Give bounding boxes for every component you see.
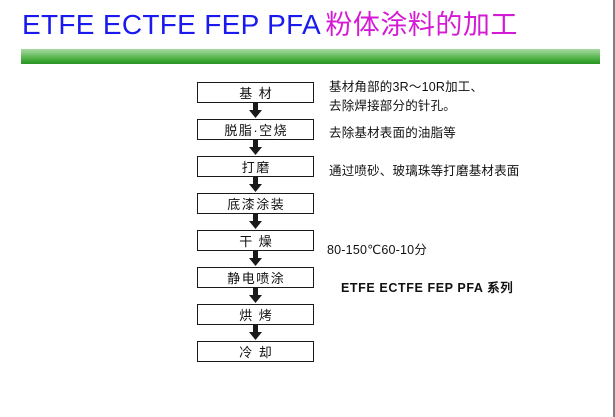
note-degrease: 去除基材表面的油脂等 [329,126,457,140]
title-latin-text: ETFE ECTFE FEP PFA [22,9,321,40]
flow-step-drying: 干 燥 [197,230,314,251]
flow-step-baking: 烘 烤 [197,304,314,325]
down-arrow-icon [197,325,314,341]
flow-step-electrostatic-spray: 静电喷涂 [197,267,314,288]
note-drying-temperature: 80-150℃60-10分 [327,243,428,257]
flow-step-grinding: 打磨 [197,156,314,177]
flow-step-primer-coating: 底漆涂装 [197,193,314,214]
note-grinding: 通过喷砂、玻璃珠等打磨基材表面 [329,164,520,178]
down-arrow-icon [197,103,314,119]
down-arrow-icon [197,214,314,230]
flow-step-degrease: 脱脂·空烧 [197,119,314,140]
note-spray-product-series: ETFE ECTFE FEP PFA 系列 [341,281,514,295]
page-title: ETFE ECTFE FEP PFA 粉体涂料的加工 [22,8,602,48]
note-substrate-line2: 去除焊接部分的针孔。 [329,99,457,113]
note-substrate-line1: 基材角部的3R～10R加工、 [329,80,484,94]
title-cjk-text: 粉体涂料的加工 [325,10,518,40]
down-arrow-icon [197,288,314,304]
flow-step-substrate: 基 材 [197,82,314,103]
title-divider-bar [21,49,600,64]
down-arrow-icon [197,177,314,193]
down-arrow-icon [197,140,314,156]
flow-step-cooling: 冷 却 [197,341,314,362]
process-flowchart: 基 材 脱脂·空烧 打磨 底漆涂装 干 燥 [197,82,314,362]
down-arrow-icon [197,251,314,267]
